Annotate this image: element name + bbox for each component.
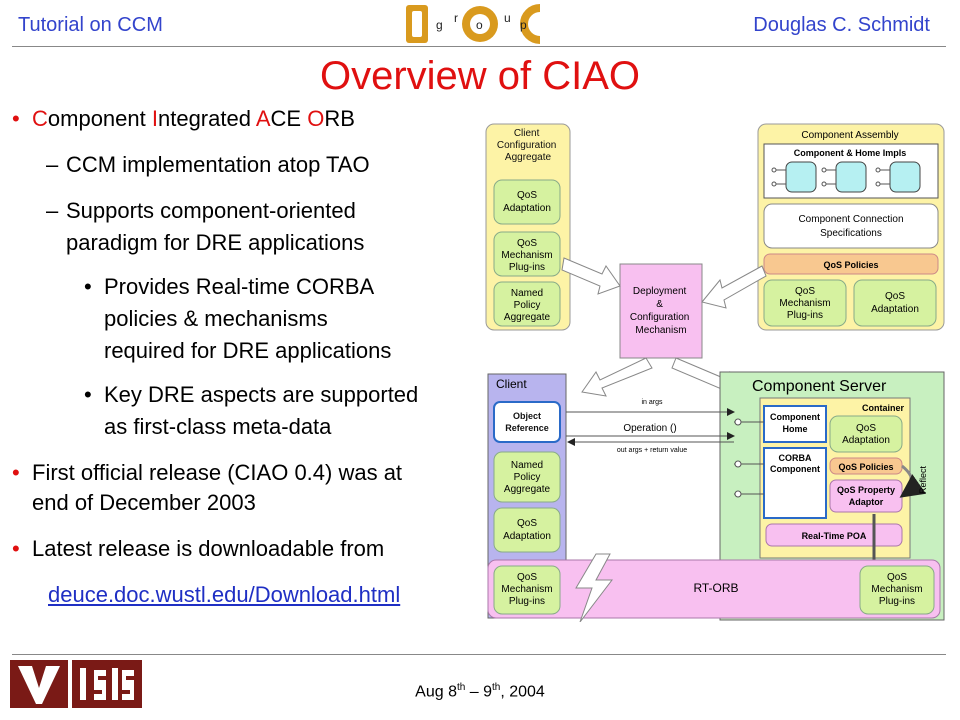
rt-orb-bar xyxy=(487,559,941,619)
svg-text:p: p xyxy=(520,18,527,32)
sub-bullet-component-oriented-1: Supports component-oriented xyxy=(66,198,356,223)
dash-1: – xyxy=(46,152,59,177)
sub-bullet-ccm: CCM implementation atop TAO xyxy=(66,152,370,177)
sub4-line2: as first-class meta-data xyxy=(104,414,332,439)
svg-text:Container: Container xyxy=(862,403,905,413)
sub3-line3: required for DRE applications xyxy=(104,338,392,363)
bullet-dot-3: • xyxy=(84,274,92,299)
bullet-release-1: First official release (CIAO 0.4) was at xyxy=(32,460,403,485)
svg-text:Client: Client xyxy=(496,377,527,391)
svg-text:o: o xyxy=(476,18,483,32)
svg-text:Deployment & Configura: Deployment & Configuration Mechanism xyxy=(630,286,692,336)
svg-text:Real-Time POA: Real-Time POA xyxy=(802,531,867,541)
vanderbilt-isis-logo xyxy=(10,660,142,708)
svg-text:QoS Policies: QoS Policies xyxy=(823,260,878,270)
client-config-aggregate xyxy=(485,123,571,331)
deployment-mechanism xyxy=(619,263,703,359)
header-rule xyxy=(12,46,946,47)
bullet-ciao-name: Component Integrated ACE ORB xyxy=(32,106,355,131)
doc-group-logo: g r o u p xyxy=(404,2,556,46)
svg-text:Reflect: Reflect xyxy=(918,465,928,494)
svg-text:r: r xyxy=(454,11,458,25)
svg-text:RT-ORB: RT-ORB xyxy=(693,581,738,595)
bullet-dot-6: • xyxy=(12,536,20,561)
footer-date: Aug 8th – 9th, 2004 xyxy=(415,682,545,701)
svg-text:u: u xyxy=(504,11,511,25)
sub4-line1: Key DRE aspects are supported xyxy=(104,382,419,407)
svg-text:out args + return value: out args + return value xyxy=(617,447,687,454)
svg-text:Component Assembly: Component Assembly xyxy=(801,130,898,141)
bullet-download: Latest release is downloadable from xyxy=(32,536,385,561)
sub3-line2: policies & mechanisms xyxy=(104,306,328,331)
header-right-author: Douglas C. Schmidt xyxy=(753,14,930,36)
svg-text:in args: in args xyxy=(641,399,663,406)
sub-bullet-component-oriented-2: paradigm for DRE applications xyxy=(66,230,365,255)
download-link[interactable]: deuce.doc.wustl.edu/Download.html xyxy=(48,582,401,607)
bullet-dot-4: • xyxy=(84,382,92,407)
dash-2: – xyxy=(46,198,59,223)
svg-text:g: g xyxy=(436,18,443,32)
bullet-release-2: end of December 2003 xyxy=(32,490,256,515)
svg-text:Component & Home Impls: Component & Home Impls xyxy=(794,148,907,158)
sub3-line1: Provides Real-time CORBA xyxy=(104,274,375,299)
svg-text:Operation (): Operation () xyxy=(623,423,676,434)
svg-text:QoS Policies: QoS Policies xyxy=(838,462,893,472)
bullet-dot: • xyxy=(12,106,20,131)
footer-rule xyxy=(12,654,946,655)
header-left-title: Tutorial on CCM xyxy=(18,14,163,36)
slide-title: Overview of CIAO xyxy=(319,54,641,98)
bullet-dot-5: • xyxy=(12,460,20,485)
svg-text:Client Configuration A: Client Configuration Aggregate xyxy=(497,128,559,163)
svg-text:Component Server: Component Server xyxy=(752,378,887,395)
